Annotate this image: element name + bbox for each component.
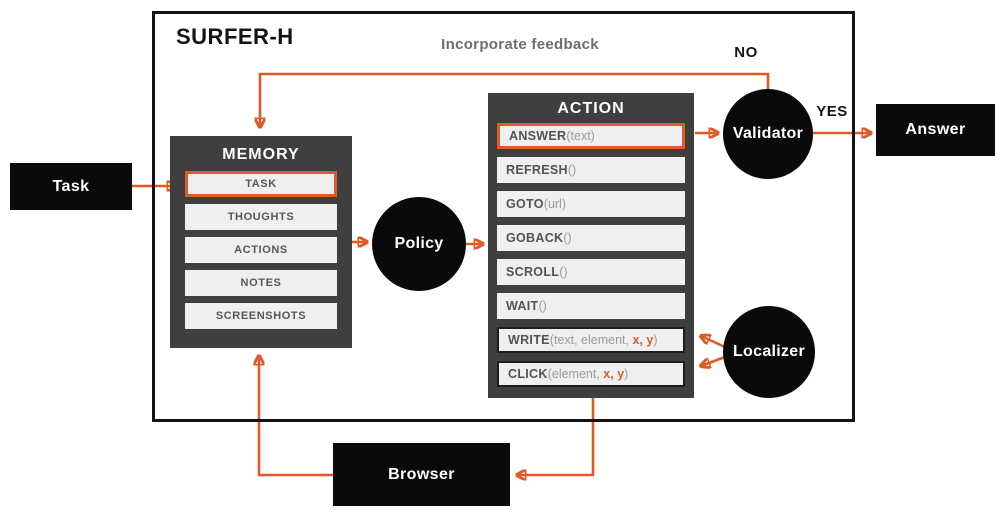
surfer-h-frame [152,11,855,422]
memory-item-thoughts: THOUGHTS [185,204,337,230]
memory-item-notes: NOTES [185,270,337,296]
action-item-click: CLICK(element, x, y) [497,361,685,387]
memory-item-task: TASK [185,171,337,197]
action-item-write: WRITE(text, element, x, y) [497,327,685,353]
memory-items: TASK THOUGHTS ACTIONS NOTES SCREENSHOTS [185,171,337,329]
policy-node: Policy [372,197,466,291]
answer-node: Answer [876,104,995,156]
action-panel: ACTION ANSWER(text) REFRESH() GOTO(url) GOB… [488,93,694,398]
validator-node: Validator [723,89,813,179]
memory-item-actions: ACTIONS [185,237,337,263]
action-item-goback: GOBACK() [497,225,685,251]
memory-item-screenshots: SCREENSHOTS [185,303,337,329]
action-item-goto: GOTO(url) [497,191,685,217]
action-panel-title: ACTION [557,100,625,117]
action-items: ANSWER(text) REFRESH() GOTO(url) GOBACK() SC… [497,123,685,387]
localizer-node: Localizer [723,306,815,398]
task-node: Task [10,163,132,210]
memory-panel-title: MEMORY [222,146,300,163]
no-label: NO [734,44,758,61]
action-item-refresh: REFRESH() [497,157,685,183]
action-item-answer: ANSWER(text) [497,123,685,149]
action-item-scroll: SCROLL() [497,259,685,285]
incorporate-feedback-label: Incorporate feedback [441,36,599,53]
yes-label: YES [816,103,848,120]
action-item-wait: WAIT() [497,293,685,319]
diagram-title: SURFER-H [176,24,294,49]
browser-node: Browser [333,443,510,506]
memory-panel: MEMORY TASK THOUGHTS ACTIONS NOTES SCREENSHO… [170,136,352,348]
